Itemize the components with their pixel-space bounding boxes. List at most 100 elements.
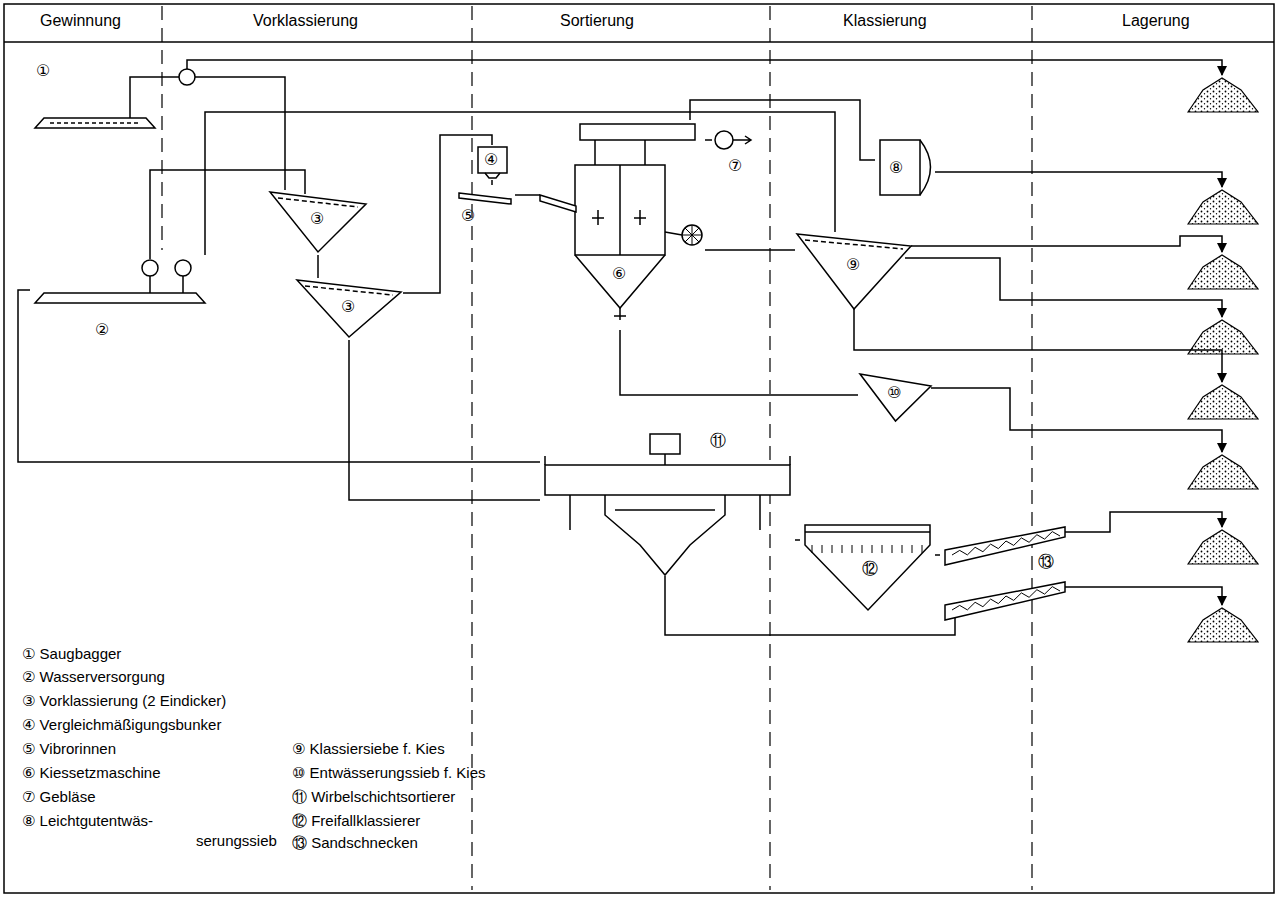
- equipment-symbol: [952, 532, 1060, 555]
- equipment-symbol: [852, 545, 853, 553]
- water-supply: ②: [30, 255, 210, 350]
- equipment-symbol: [892, 545, 893, 553]
- pipe-drawing: [1188, 385, 1258, 419]
- equipment-symbol: [545, 456, 790, 465]
- equipment-symbol: [305, 286, 393, 295]
- column-header: Vorklassierung: [253, 12, 358, 30]
- equipment-symbol: [130, 77, 179, 118]
- legend-item: ⑤ Vibrorinnen: [22, 740, 116, 757]
- pipe-connector: [690, 100, 875, 160]
- equipment-symbol: [270, 192, 366, 252]
- equipment-symbol: [842, 545, 843, 553]
- free-fall-classifier: ⑫: [800, 520, 935, 615]
- pipe-connector: [705, 249, 795, 251]
- equipment-symbol: [540, 120, 705, 330]
- pipe-drawing: [1065, 587, 1222, 605]
- pipe: [150, 60, 1222, 635]
- callout-number: ⑪: [710, 432, 726, 450]
- thickener: ③: [295, 278, 403, 340]
- callout-number: ④: [484, 151, 498, 169]
- pipe-connector: [18, 290, 540, 462]
- equipment-symbol: [822, 545, 823, 553]
- equipment-symbol: [50, 122, 140, 124]
- legend-item: ⑪ Wirbelschichtsortierer: [292, 788, 455, 805]
- pipe-drawing: [935, 172, 1222, 187]
- equipment-symbol: [665, 232, 682, 235]
- frame: [4, 4, 1274, 893]
- equipment-symbol: [882, 545, 883, 553]
- callout-number: ⑩: [887, 384, 901, 402]
- equipment-symbol: [920, 140, 931, 195]
- pipe-connector: [195, 77, 285, 190]
- sand-screw: ⑬: [940, 525, 1070, 630]
- equipment-symbol: [912, 545, 913, 553]
- equipment-symbol: [459, 193, 511, 204]
- equipment-symbol: [35, 293, 205, 303]
- suction-dredger: ①: [30, 60, 195, 140]
- equipment-symbol: [592, 210, 646, 225]
- pipe-drawing: [187, 60, 1222, 77]
- pipe-drawing: [1188, 78, 1258, 112]
- thickener: ③: [268, 190, 368, 255]
- equipment-symbol: [540, 195, 576, 212]
- equipment-symbol: [664, 454, 666, 465]
- pipe-connector: [317, 255, 319, 278]
- equipment-symbol: [297, 280, 401, 337]
- equipment-symbol: [30, 60, 195, 140]
- equipment-symbol: [615, 509, 715, 511]
- vibrating-chute: ⑤: [455, 185, 515, 230]
- pipe-drawing: [1188, 320, 1258, 354]
- callout-number: ⑦: [728, 157, 742, 175]
- equipment-symbol: [175, 260, 191, 276]
- column-header: Gewinnung: [40, 12, 121, 30]
- pipe-connector: [491, 180, 493, 185]
- pipe-connector: [935, 554, 940, 556]
- legend-item: ⑥ Kiessetzmaschine: [22, 764, 161, 781]
- pipe-drawing: [1188, 455, 1258, 489]
- callout-number: ⑨: [846, 256, 860, 274]
- equipment-symbol: [595, 140, 645, 165]
- callout-number: ⑫: [862, 560, 878, 578]
- callout-number: ③: [341, 298, 355, 316]
- equipment-symbol: [685, 228, 699, 242]
- pipe-drawing: [150, 170, 305, 259]
- dewatering-screen: ⑩: [858, 372, 933, 424]
- equipment-symbol: [812, 545, 813, 553]
- equipment-symbol: [545, 465, 790, 495]
- callout-number: ①: [36, 62, 50, 80]
- equipment-symbol: [575, 165, 665, 255]
- legend-item: ⑫ Freifallklassierer: [292, 812, 420, 829]
- equipment-symbol: [952, 587, 1060, 610]
- stockpile: [1188, 78, 1258, 642]
- pipe-drawing: [769, 6, 770, 890]
- equipment-symbol: [872, 545, 873, 553]
- callout-number: ⑤: [461, 207, 475, 225]
- callout-number: ⑥: [612, 265, 626, 283]
- pipe-drawing: [4, 41, 1274, 43]
- legend-item: ① Saugbagger: [22, 645, 121, 662]
- column-header: Lagerung: [1122, 12, 1190, 30]
- equipment-symbol: [619, 165, 621, 255]
- pipe-drawing: [471, 6, 472, 890]
- equipment-symbol: [805, 525, 930, 610]
- blower: ⑦: [712, 125, 754, 180]
- pipe-drawing: [1188, 255, 1258, 289]
- legend-item: ② Wasserversorgung: [22, 668, 165, 685]
- equipment-symbol: [715, 131, 733, 149]
- callout-number: ③: [310, 210, 324, 228]
- pipe-connector: [515, 194, 540, 196]
- pipe-drawing: [911, 236, 1222, 252]
- equipment-symbol: [580, 124, 695, 140]
- equipment-symbol: [682, 225, 702, 245]
- surge-bunker: ④: [475, 145, 510, 180]
- pipe-connector: [795, 539, 800, 541]
- pipe-drawing: [161, 6, 162, 250]
- equipment-symbol: [902, 545, 903, 553]
- equipment-symbol: [797, 234, 911, 309]
- callout-number: ②: [95, 321, 109, 339]
- equipment-symbol: [150, 276, 183, 293]
- pipe-drawing: [1188, 530, 1258, 564]
- equipment-symbol: [575, 255, 665, 308]
- equipment-symbol: [940, 525, 1070, 630]
